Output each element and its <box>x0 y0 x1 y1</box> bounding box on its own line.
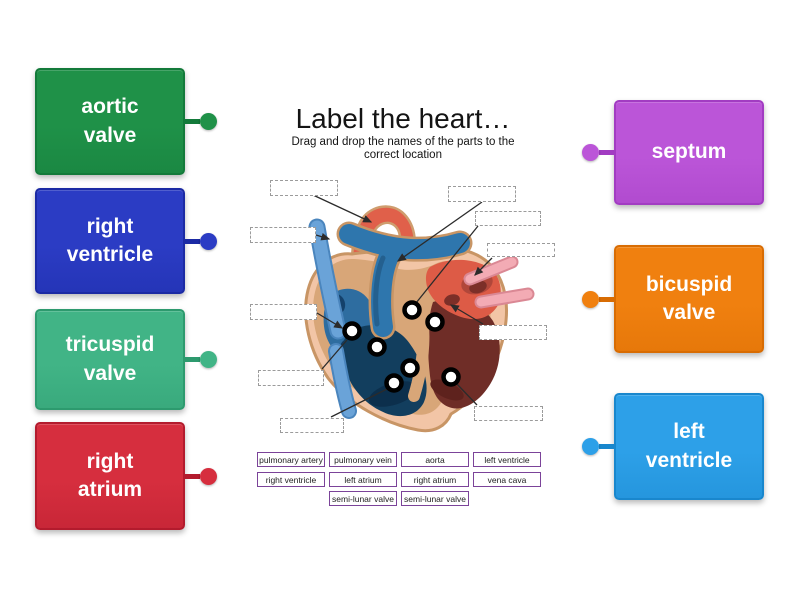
connector-dot <box>200 232 217 250</box>
chip-label: right ventricle <box>66 214 154 266</box>
connector-dot <box>582 144 599 161</box>
pulmonary-veins <box>463 255 535 309</box>
chip-label: aortic valve <box>81 95 139 147</box>
answer-slot[interactable] <box>487 243 555 257</box>
answer-slot[interactable] <box>250 227 316 243</box>
drop-point[interactable] <box>367 337 387 357</box>
drop-points <box>342 300 461 393</box>
word-bank-item[interactable]: pulmonary artery <box>257 452 325 467</box>
answer-slot[interactable] <box>474 406 543 421</box>
label-chip-bicuspid-valve[interactable]: bicuspid valve <box>582 245 764 353</box>
chip-label: bicuspid valve <box>645 272 733 324</box>
word-bank-item[interactable]: right atrium <box>401 472 469 487</box>
connector-stem <box>599 150 616 155</box>
answer-slot[interactable] <box>258 370 324 386</box>
word-bank-item[interactable]: vena cava <box>473 472 541 487</box>
drop-point[interactable] <box>425 312 445 332</box>
answer-slot[interactable] <box>448 186 516 202</box>
label-chip-right-ventricle[interactable]: right ventricle <box>35 188 217 294</box>
figure-title: Label the heart… <box>295 103 511 134</box>
answer-slot[interactable] <box>479 325 547 340</box>
drop-point[interactable] <box>384 373 404 393</box>
word-bank-item[interactable]: aorta <box>401 452 469 467</box>
chip-label: septum <box>651 140 727 164</box>
connector-stem <box>599 296 616 302</box>
inferior-vena-cava <box>328 343 357 419</box>
pulmonary-artery <box>336 221 473 340</box>
chip-label: left ventricle <box>645 420 733 472</box>
connector-dot <box>582 438 599 455</box>
label-chip-right-atrium[interactable]: right atrium <box>35 422 217 530</box>
word-bank-item[interactable]: pulmonary vein <box>329 452 397 467</box>
connector-dot <box>200 113 217 130</box>
answer-slot[interactable] <box>270 180 338 196</box>
label-chip-left-ventricle[interactable]: left ventricle <box>582 393 764 500</box>
word-bank-item[interactable]: left ventricle <box>473 452 541 467</box>
figure-subtitle: Drag and drop the names of the parts to … <box>291 136 515 161</box>
drop-point[interactable] <box>441 367 461 387</box>
connector-stem <box>183 473 200 479</box>
label-chip-aortic-valve[interactable]: aortic valve <box>35 68 217 175</box>
chip-label: tricuspid valve <box>65 333 155 385</box>
connector-stem <box>183 357 200 362</box>
word-bank-item[interactable]: semi-lunar valve <box>401 491 469 506</box>
drop-point[interactable] <box>342 321 362 341</box>
connector-stem <box>183 238 200 244</box>
label-chip-septum[interactable]: septum <box>582 100 764 205</box>
connector-stem <box>599 444 616 449</box>
chip-label: right atrium <box>77 449 143 501</box>
word-bank-item[interactable]: semi-lunar valve <box>329 491 397 506</box>
answer-slot[interactable] <box>250 304 317 320</box>
pointer-lines <box>312 194 493 418</box>
connector-stem <box>183 119 200 124</box>
connector-dot <box>582 290 599 308</box>
drop-point[interactable] <box>400 358 420 378</box>
connector-dot <box>200 351 217 368</box>
drop-point[interactable] <box>402 300 422 320</box>
word-bank-item[interactable]: left atrium <box>329 472 397 487</box>
word-bank-item[interactable]: right ventricle <box>257 472 325 487</box>
answer-slot[interactable] <box>280 418 344 433</box>
label-chip-tricuspid-valve[interactable]: tricuspid valve <box>35 309 217 410</box>
answer-slot[interactable] <box>475 211 541 226</box>
connector-dot <box>200 467 217 485</box>
